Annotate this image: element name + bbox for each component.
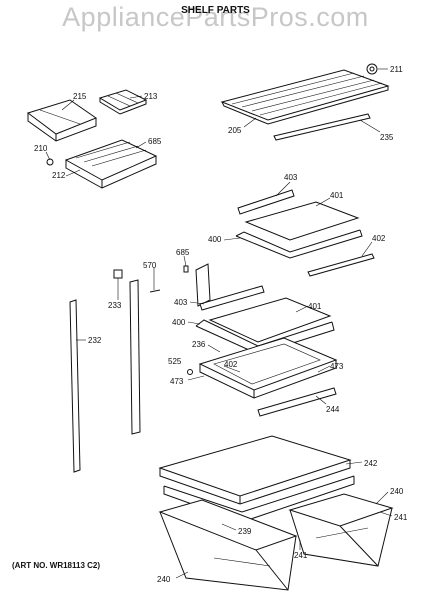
label-685-mid: 685 [176,248,190,257]
part-403-lower [199,285,265,311]
label-473-right: 473 [330,362,344,371]
part-242-cover [158,435,352,505]
label-403-lower: 403 [174,298,188,307]
label-400-lower: 400 [172,318,186,327]
label-400-upper: 400 [208,235,222,244]
part-211-knob [366,63,378,75]
part-235-rail [273,113,371,141]
leader-lines [45,68,393,579]
label-240-right: 240 [390,487,404,496]
diagram-title: SHELF PARTS [181,5,250,16]
label-570: 570 [143,261,157,270]
label-239: 239 [238,527,252,536]
label-236: 236 [192,340,206,349]
part-213-tray [98,89,148,115]
label-401-lower: 401 [308,302,322,311]
label-241-right: 241 [394,513,408,522]
label-235: 235 [380,133,394,142]
part-525-screw [187,369,193,375]
part-685-screw [183,265,189,273]
part-labels: 215 213 685 210 212 211 205 235 403 401 … [34,65,408,584]
label-211: 211 [390,65,403,74]
label-403-upper: 403 [284,173,298,182]
part-244-rail [257,387,337,417]
label-473-left: 473 [170,377,184,386]
part-233-cam [113,269,123,279]
label-233: 233 [108,301,122,310]
label-215: 215 [73,92,87,101]
label-210: 210 [34,144,48,153]
part-401-upper [244,201,360,241]
label-232: 232 [88,336,102,345]
label-244: 244 [326,405,340,414]
label-402-lower: 402 [224,360,238,369]
part-232-rail [69,299,81,473]
part-212-basket [64,139,158,189]
part-215-bracket [26,99,98,142]
watermark: AppliancePartsPros.com [62,2,369,32]
part-402-upper [307,253,375,277]
label-212: 212 [52,171,66,180]
part-240-crisper-left [158,499,298,591]
label-240-bottom: 240 [157,575,171,584]
part-233-rail [129,279,141,435]
label-685-top: 685 [148,137,162,146]
part-570-support [195,263,211,307]
part-210-clip [46,158,54,166]
label-241-bottom: 241 [294,551,308,560]
label-205: 205 [228,126,242,135]
label-242: 242 [364,459,378,468]
part-205-wire-shelf [220,69,390,125]
part-401-lower [208,297,332,343]
label-401-upper: 401 [330,191,344,200]
art-number: (ART NO. WR18113 C2) [12,561,101,570]
part-403-upper [237,189,295,215]
label-525: 525 [168,357,182,366]
label-213: 213 [144,92,158,101]
label-402-upper: 402 [372,234,386,243]
part-236-frame [198,337,338,399]
part-240-crisper-right [288,493,394,567]
